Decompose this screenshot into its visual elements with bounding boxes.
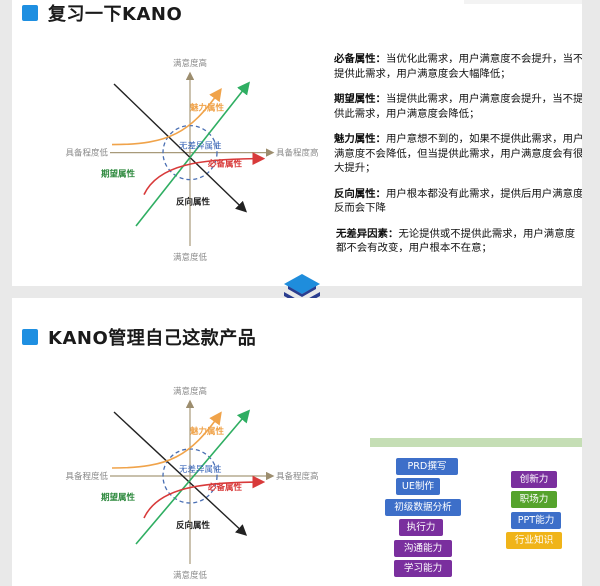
- top-bar: [464, 0, 582, 4]
- indifferent-label: 无差异属性: [179, 464, 222, 475]
- skill-tag: 创新力: [511, 471, 557, 488]
- skill-tag: PRD撰写: [396, 458, 458, 475]
- axis-left-label: 具备程度低: [65, 148, 108, 159]
- green-divider-bar: [370, 438, 582, 447]
- definition-expected: 期望属性：当提供此需求，用户满意度会提升，当不提供此需求，用户满意度会降低；: [334, 93, 582, 120]
- skill-tag: UE制作: [396, 478, 440, 495]
- attractive-label: 魅力属性: [190, 426, 225, 437]
- skill-tag: 沟通能力: [394, 540, 452, 557]
- slide1-title-row: 复习一下KANO: [22, 0, 182, 26]
- axis-bottom-label: 满意度低: [173, 570, 208, 581]
- attractive-label: 魅力属性: [190, 103, 225, 114]
- slide-kano-self: KANO管理自己这款产品 满意度高满意度低 具备程度低 具备程度高 魅力属性无差异属性…: [12, 298, 582, 586]
- indifferent-zone-circle: [162, 448, 218, 504]
- skill-tag: 学习能力: [394, 560, 452, 577]
- must-curve: [143, 152, 266, 195]
- reverse-line: [113, 411, 248, 536]
- must-label: 必备属性: [207, 482, 243, 493]
- axis-bottom-label: 满意度低: [173, 252, 208, 263]
- axis-top-label: 满意度高: [173, 58, 207, 69]
- must-curve: [143, 475, 266, 519]
- axis-right-label: 具备程度高: [276, 148, 319, 159]
- definition-attractive: 魅力属性：用户意想不到的，如果不提供此需求，用户满意度不会降低，但当提供此需求，…: [334, 133, 582, 174]
- slide-review-kano: 复习一下KANO 满意度高满意度低具备程度低具备程度高魅力属性无差异属性必备属性…: [12, 0, 582, 286]
- definition-must: 必备属性：当优化此需求，用户满意度不会提升，当不提供此需求，用户满意度会大幅降低…: [334, 53, 582, 80]
- axis-left-label: 具备程度低: [65, 471, 108, 482]
- attractive-curve: [111, 411, 222, 469]
- attractive-curve: [111, 87, 222, 146]
- slide2-title-row: KANO管理自己这款产品: [22, 324, 256, 350]
- skill-tag: 职场力: [511, 491, 557, 508]
- axis-top-label: 满意度高: [173, 386, 207, 397]
- axis-right-label: 具备程度高: [276, 471, 319, 482]
- indifferent-zone-circle: [162, 124, 218, 181]
- skill-tag: PPT能力: [511, 512, 561, 529]
- reverse-label: 反向属性: [176, 520, 211, 531]
- reverse-label: 反向属性: [176, 197, 211, 208]
- must-label: 必备属性: [207, 159, 243, 170]
- definition-indifferent: 无差异因素：无论提供或不提供此需求，用户满意度都不会有改变，用户根本不在意；: [336, 227, 575, 255]
- expected-label: 期望属性: [101, 169, 136, 180]
- reverse-line: [113, 83, 248, 213]
- slide2-title: KANO管理自己这款产品: [48, 328, 257, 349]
- expected-line: [135, 409, 251, 545]
- definition-reverse: 反向属性：用户根本都没有此需求，提供后用户满意度反而会下降: [334, 187, 582, 215]
- skill-tag: 初级数据分析: [385, 499, 461, 516]
- definitions-panel: 必备属性：当优化此需求，用户满意度不会提升，当不提供此需求，用户满意度会大幅降低…: [334, 52, 582, 267]
- skill-tag: 行业知识: [506, 532, 562, 549]
- slide1-title: 复习一下KANO: [48, 4, 183, 25]
- title-marker: [22, 5, 38, 21]
- indifferent-label: 无差异属性: [179, 141, 222, 152]
- title-marker: [22, 329, 38, 345]
- expected-label: 期望属性: [101, 492, 136, 503]
- expected-line: [135, 81, 250, 227]
- skill-tag: 执行力: [399, 519, 443, 536]
